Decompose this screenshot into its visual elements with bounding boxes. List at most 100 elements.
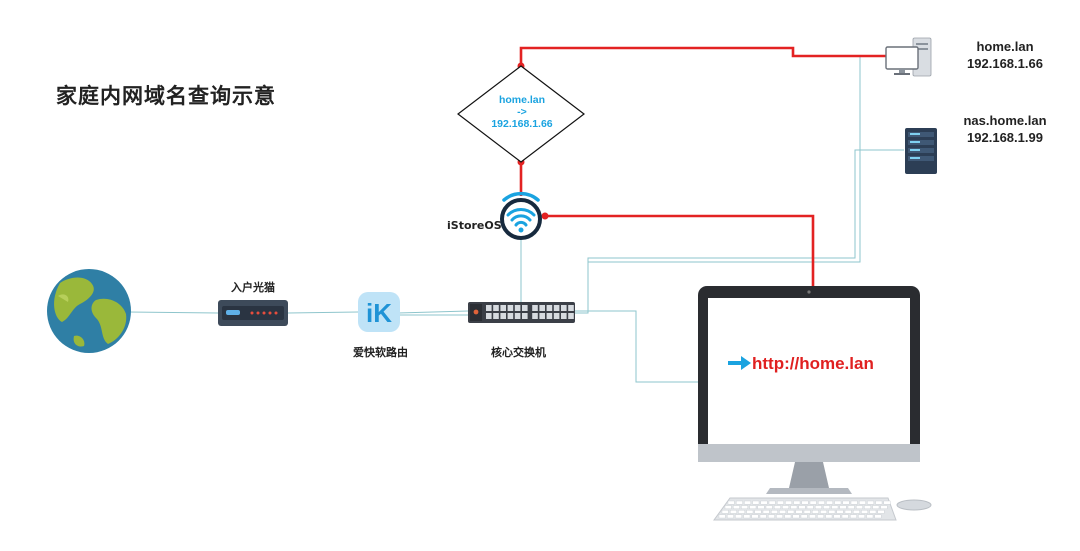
keyboard-key: [774, 505, 781, 510]
keyboard-key: [818, 500, 825, 505]
keyboard-key: [812, 510, 819, 514]
keyboard-key: [874, 514, 882, 519]
dns-ip: 192.168.1.66: [491, 118, 553, 130]
keyboard-key: [721, 510, 729, 514]
keyboard-key: [776, 514, 784, 519]
keyboard-key: [762, 510, 770, 514]
keyboard-key: [850, 500, 858, 505]
keyboard-key: [826, 500, 834, 505]
keyboard-key: [801, 500, 809, 505]
globe-icon: [47, 269, 131, 353]
query-line-desktop: [519, 46, 888, 66]
keyboard-key: [859, 500, 866, 505]
keyboard-key: [779, 510, 787, 514]
keyboard-key: [744, 500, 752, 505]
dns-record: home.lan -> 192.168.1.66: [462, 94, 582, 130]
switch-port: [568, 305, 574, 311]
switch-port: [493, 305, 499, 311]
keyboard-key: [867, 500, 875, 505]
switch-port: [500, 313, 506, 319]
istoreos-wifi-icon: [500, 192, 542, 240]
keyboard-key: [831, 505, 839, 510]
keyboard-key: [806, 505, 814, 510]
keyboard-key: [836, 510, 844, 514]
keyboard-key: [880, 505, 888, 510]
keyboard-key: [872, 505, 880, 510]
keyboard-key: [782, 505, 790, 510]
switch-port: [507, 305, 514, 311]
keyboard-key: [877, 510, 885, 514]
keyboard-key: [847, 505, 855, 510]
keyboard-key: [760, 500, 768, 505]
ikuai-logo-icon: iK: [358, 292, 400, 332]
nas-server-icon: [905, 128, 937, 174]
cable-switch-nas-2: [587, 149, 904, 262]
keyboard-key: [834, 500, 842, 505]
keyboard-key: [793, 500, 801, 505]
switch-port: [514, 313, 521, 319]
keyboard-key: [817, 514, 825, 519]
arrow-right-icon: [741, 356, 751, 370]
host-nas: nas.home.lan 192.168.1.99: [950, 112, 1060, 146]
keyboard-key: [875, 500, 883, 505]
keyboard-key: [798, 505, 806, 510]
browser-url: http://home.lan: [752, 354, 874, 373]
keyboard-key: [861, 510, 869, 514]
core-switch-icon: [468, 302, 575, 323]
keyboard-key: [752, 500, 760, 505]
host-name: home.lan: [976, 39, 1034, 54]
keyboard-key: [803, 510, 811, 514]
dns-record-diamond: [457, 65, 585, 163]
keyboard-key: [724, 505, 732, 510]
switch-port: [568, 313, 574, 319]
keyboard-key: [768, 514, 775, 519]
keyboard-key: [757, 505, 765, 510]
switch-port: [507, 313, 514, 319]
switch-port: [493, 313, 499, 319]
keyboard-key: [735, 514, 743, 519]
keyboard-key: [730, 510, 737, 514]
keyboard-key: [787, 510, 795, 514]
switch-port: [522, 305, 528, 311]
keyboard-key: [727, 514, 734, 519]
dns-query-path: [519, 46, 888, 290]
keyboard-key: [733, 505, 740, 510]
keyboard-key: [815, 505, 822, 510]
keyboard-key: [823, 505, 831, 510]
switch-port: [500, 305, 506, 311]
keyboard-key: [844, 510, 852, 514]
keyboard-key: [746, 510, 754, 514]
switch-port: [539, 313, 545, 319]
dns-domain: home.lan: [498, 94, 546, 106]
keyboard-key: [853, 510, 860, 514]
keyboard-key: [883, 500, 891, 505]
keyboard-key: [828, 510, 836, 514]
keyboard-key: [754, 510, 762, 514]
keyboard-key: [800, 514, 808, 519]
keyboard-key: [765, 505, 773, 510]
keyboard-key: [738, 510, 746, 514]
host-name: nas.home.lan: [963, 113, 1047, 128]
switch-label: 核心交换机: [491, 346, 546, 359]
monitor-icon: [698, 286, 932, 521]
keyboard-key: [759, 514, 767, 519]
keyboard-key: [841, 514, 849, 519]
keyboard-key: [749, 505, 757, 510]
desktop-computer-icon: [885, 37, 932, 77]
keyboard-key: [856, 505, 863, 510]
keyboard-key: [809, 500, 817, 505]
keyboard-key: [790, 505, 798, 510]
istoreos-label: iStoreOS: [447, 219, 502, 232]
switch-port: [532, 305, 538, 311]
cable-switch-pc: [575, 310, 700, 383]
switch-port: [553, 313, 560, 319]
switch-port: [539, 305, 545, 311]
switch-port: [561, 313, 567, 319]
switch-port: [546, 313, 553, 319]
cable-globe-modem: [127, 311, 219, 314]
keyboard-key: [850, 514, 857, 519]
switch-port: [486, 305, 492, 311]
keyboard-key: [864, 505, 872, 510]
